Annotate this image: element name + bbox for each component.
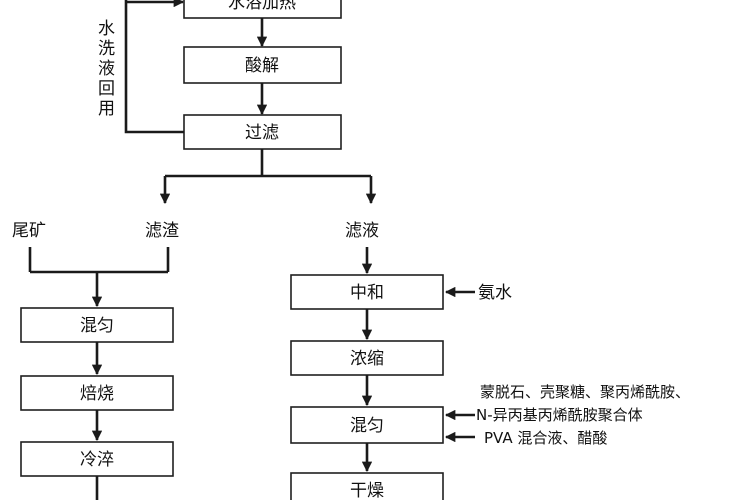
recycle-char-3: 液	[98, 59, 115, 79]
additives-line-3: PVA 混合液、醋酸	[484, 429, 607, 447]
process-box-dry: 干燥	[290, 472, 444, 500]
process-box-quench: 冷淬	[20, 441, 174, 477]
process-box-neutralize: 中和	[290, 274, 444, 310]
process-box-mix-right: 混匀	[290, 406, 444, 444]
acid-hydrolysis-label: 酸解	[245, 56, 279, 76]
recycle-char-1: 水	[98, 19, 115, 39]
concentrate-label: 浓缩	[350, 349, 384, 369]
mix-right-label: 混匀	[350, 416, 384, 436]
process-box-concentrate: 浓缩	[290, 340, 444, 376]
filter-label: 过滤	[245, 123, 279, 143]
recycle-label: 水 洗 液 回 用	[98, 19, 115, 119]
recycle-line	[124, 0, 184, 134]
mix-left-label: 混匀	[80, 316, 114, 336]
residue-label: 滤渣	[145, 221, 179, 241]
process-box-mix-left: 混匀	[20, 307, 174, 343]
tailings-label: 尾矿	[12, 221, 46, 241]
process-box-top: 水浴加热	[183, 0, 342, 19]
dry-label: 干燥	[350, 481, 384, 500]
recycle-char-5: 用	[98, 99, 115, 119]
filtrate-label: 滤液	[345, 221, 379, 241]
recycle-char-4: 回	[98, 79, 115, 99]
process-box-acid-hydrolysis: 酸解	[183, 46, 342, 84]
process-box-filter: 过滤	[183, 114, 342, 150]
top-process-label: 水浴加热	[228, 0, 296, 13]
neutralize-label: 中和	[350, 283, 384, 303]
additives-line-2: N-异丙基丙烯酰胺聚合体	[476, 406, 643, 424]
roast-label: 焙烧	[80, 384, 114, 404]
additives-line-1: 蒙脱石、壳聚糖、聚丙烯酰胺、	[480, 383, 690, 401]
quench-label: 冷淬	[80, 450, 114, 470]
process-box-roast: 焙烧	[20, 375, 174, 411]
recycle-char-2: 洗	[98, 39, 115, 59]
ammonia-label: 氨水	[478, 283, 512, 303]
